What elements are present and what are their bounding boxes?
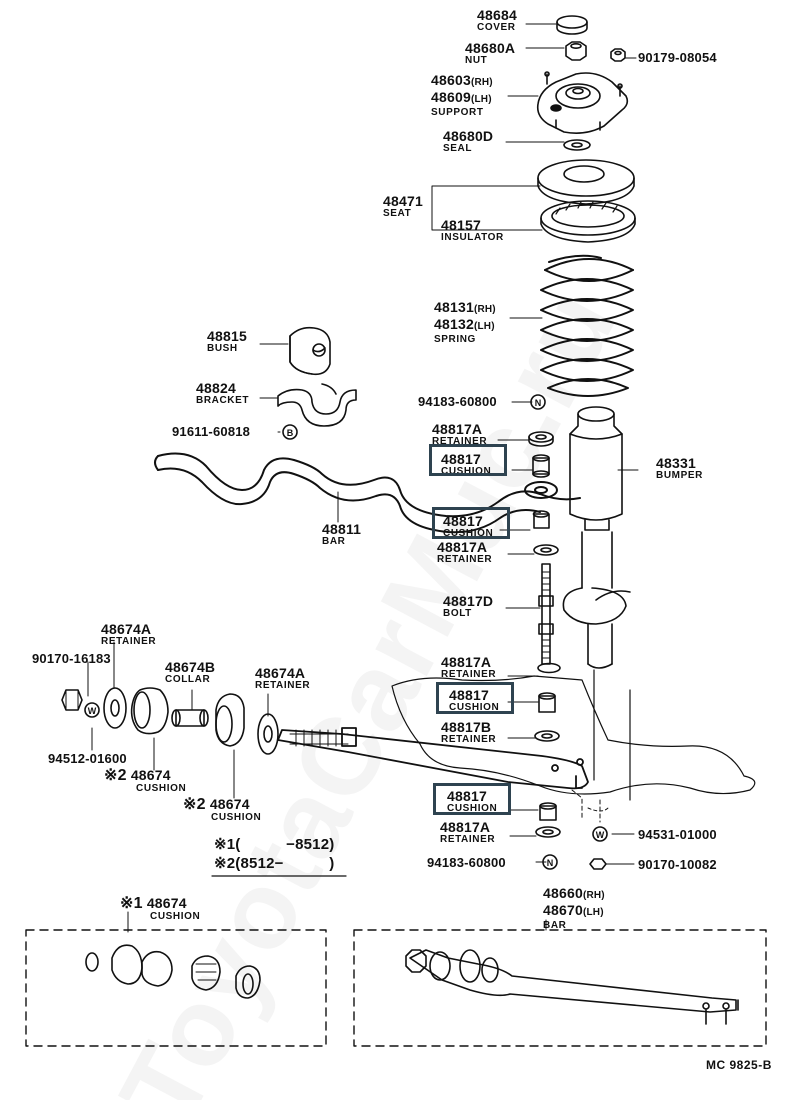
cushion-4-part <box>539 802 557 821</box>
left-cushion-part <box>130 687 169 735</box>
label-nut-n-upper: 94183-60800 <box>418 394 497 409</box>
spring-part <box>540 254 634 397</box>
small-nut-part <box>610 48 626 62</box>
box-right-parts <box>405 949 739 1025</box>
mark-w-left-letter: W <box>88 706 97 716</box>
right-cushion-part <box>215 693 245 747</box>
left-nut-part <box>61 689 83 711</box>
retainer-4-part <box>535 826 561 838</box>
stabilizer-bar-part <box>154 452 581 534</box>
mark-n-lower-letter: N <box>547 858 554 868</box>
bush-part <box>289 326 331 376</box>
mark-w-right-letter: W <box>596 830 605 840</box>
right-retainer-part <box>257 713 279 755</box>
bumper-part <box>569 406 623 521</box>
cushion-2-part <box>532 510 550 529</box>
box-left-parts <box>85 944 261 999</box>
label-nut-left: 90170-16183 <box>32 651 111 666</box>
label-nut-90170: 90170-10082 <box>638 857 717 872</box>
collar-part <box>171 709 209 727</box>
label-strut-bar: 48660(RH) 48670(LH) BAR <box>543 885 605 931</box>
note-1: ※1( −8512) <box>214 836 335 853</box>
note-2: ※2(8512− ) <box>214 855 335 872</box>
cover-part <box>556 15 588 35</box>
cushion-1-box <box>25 929 327 1047</box>
seat-part <box>537 159 635 205</box>
label-nut-small: 90179-08054 <box>638 50 717 65</box>
label-cushion-6: ※2 48674 CUSHION <box>183 796 262 824</box>
cushion-1-part <box>532 454 550 478</box>
label-nut-n-lower: 94183-60800 <box>427 855 506 870</box>
highlight-box-1 <box>429 444 507 476</box>
mark-circles <box>84 394 608 870</box>
seal-part <box>563 139 591 151</box>
strut-bar-box <box>353 929 767 1047</box>
highlight-box-4 <box>433 783 511 815</box>
label-cushion-box: ※1 48674 CUSHION <box>120 895 201 923</box>
retainer-3-part <box>537 662 561 674</box>
highlight-box-2 <box>432 507 510 539</box>
diagram-code: MC 9825-B <box>706 1058 772 1072</box>
strut-bar-assembly-part <box>277 727 589 790</box>
label-cushion-5: ※2 48674 CUSHION <box>104 767 187 795</box>
retainer-2-part <box>533 544 559 556</box>
label-spring: 48131(RH) 48132(LH) SPRING <box>434 299 496 345</box>
label-washer-w-right: 94531-01000 <box>638 827 717 842</box>
insulator-part <box>540 200 636 243</box>
support-part <box>536 71 629 134</box>
nut-top-part <box>565 41 587 61</box>
bracket-part <box>277 383 357 427</box>
label-washer-w-left: 94512-01600 <box>48 751 127 766</box>
strut-body-part <box>562 519 631 669</box>
retainer-1-part <box>528 431 554 447</box>
link-bolt-part <box>538 563 554 665</box>
retainer-b-part <box>534 730 560 742</box>
left-retainer-part <box>103 687 127 729</box>
label-bolt-b: 91611-60818 <box>172 424 251 439</box>
highlight-box-3 <box>436 682 514 714</box>
cushion-3-part <box>538 692 556 713</box>
label-support: 48603(RH) 48609(LH) SUPPORT <box>431 72 493 118</box>
leader-lines <box>87 23 639 865</box>
mark-n-upper-letter: N <box>535 398 542 408</box>
mark-b-letter: B <box>287 428 294 438</box>
